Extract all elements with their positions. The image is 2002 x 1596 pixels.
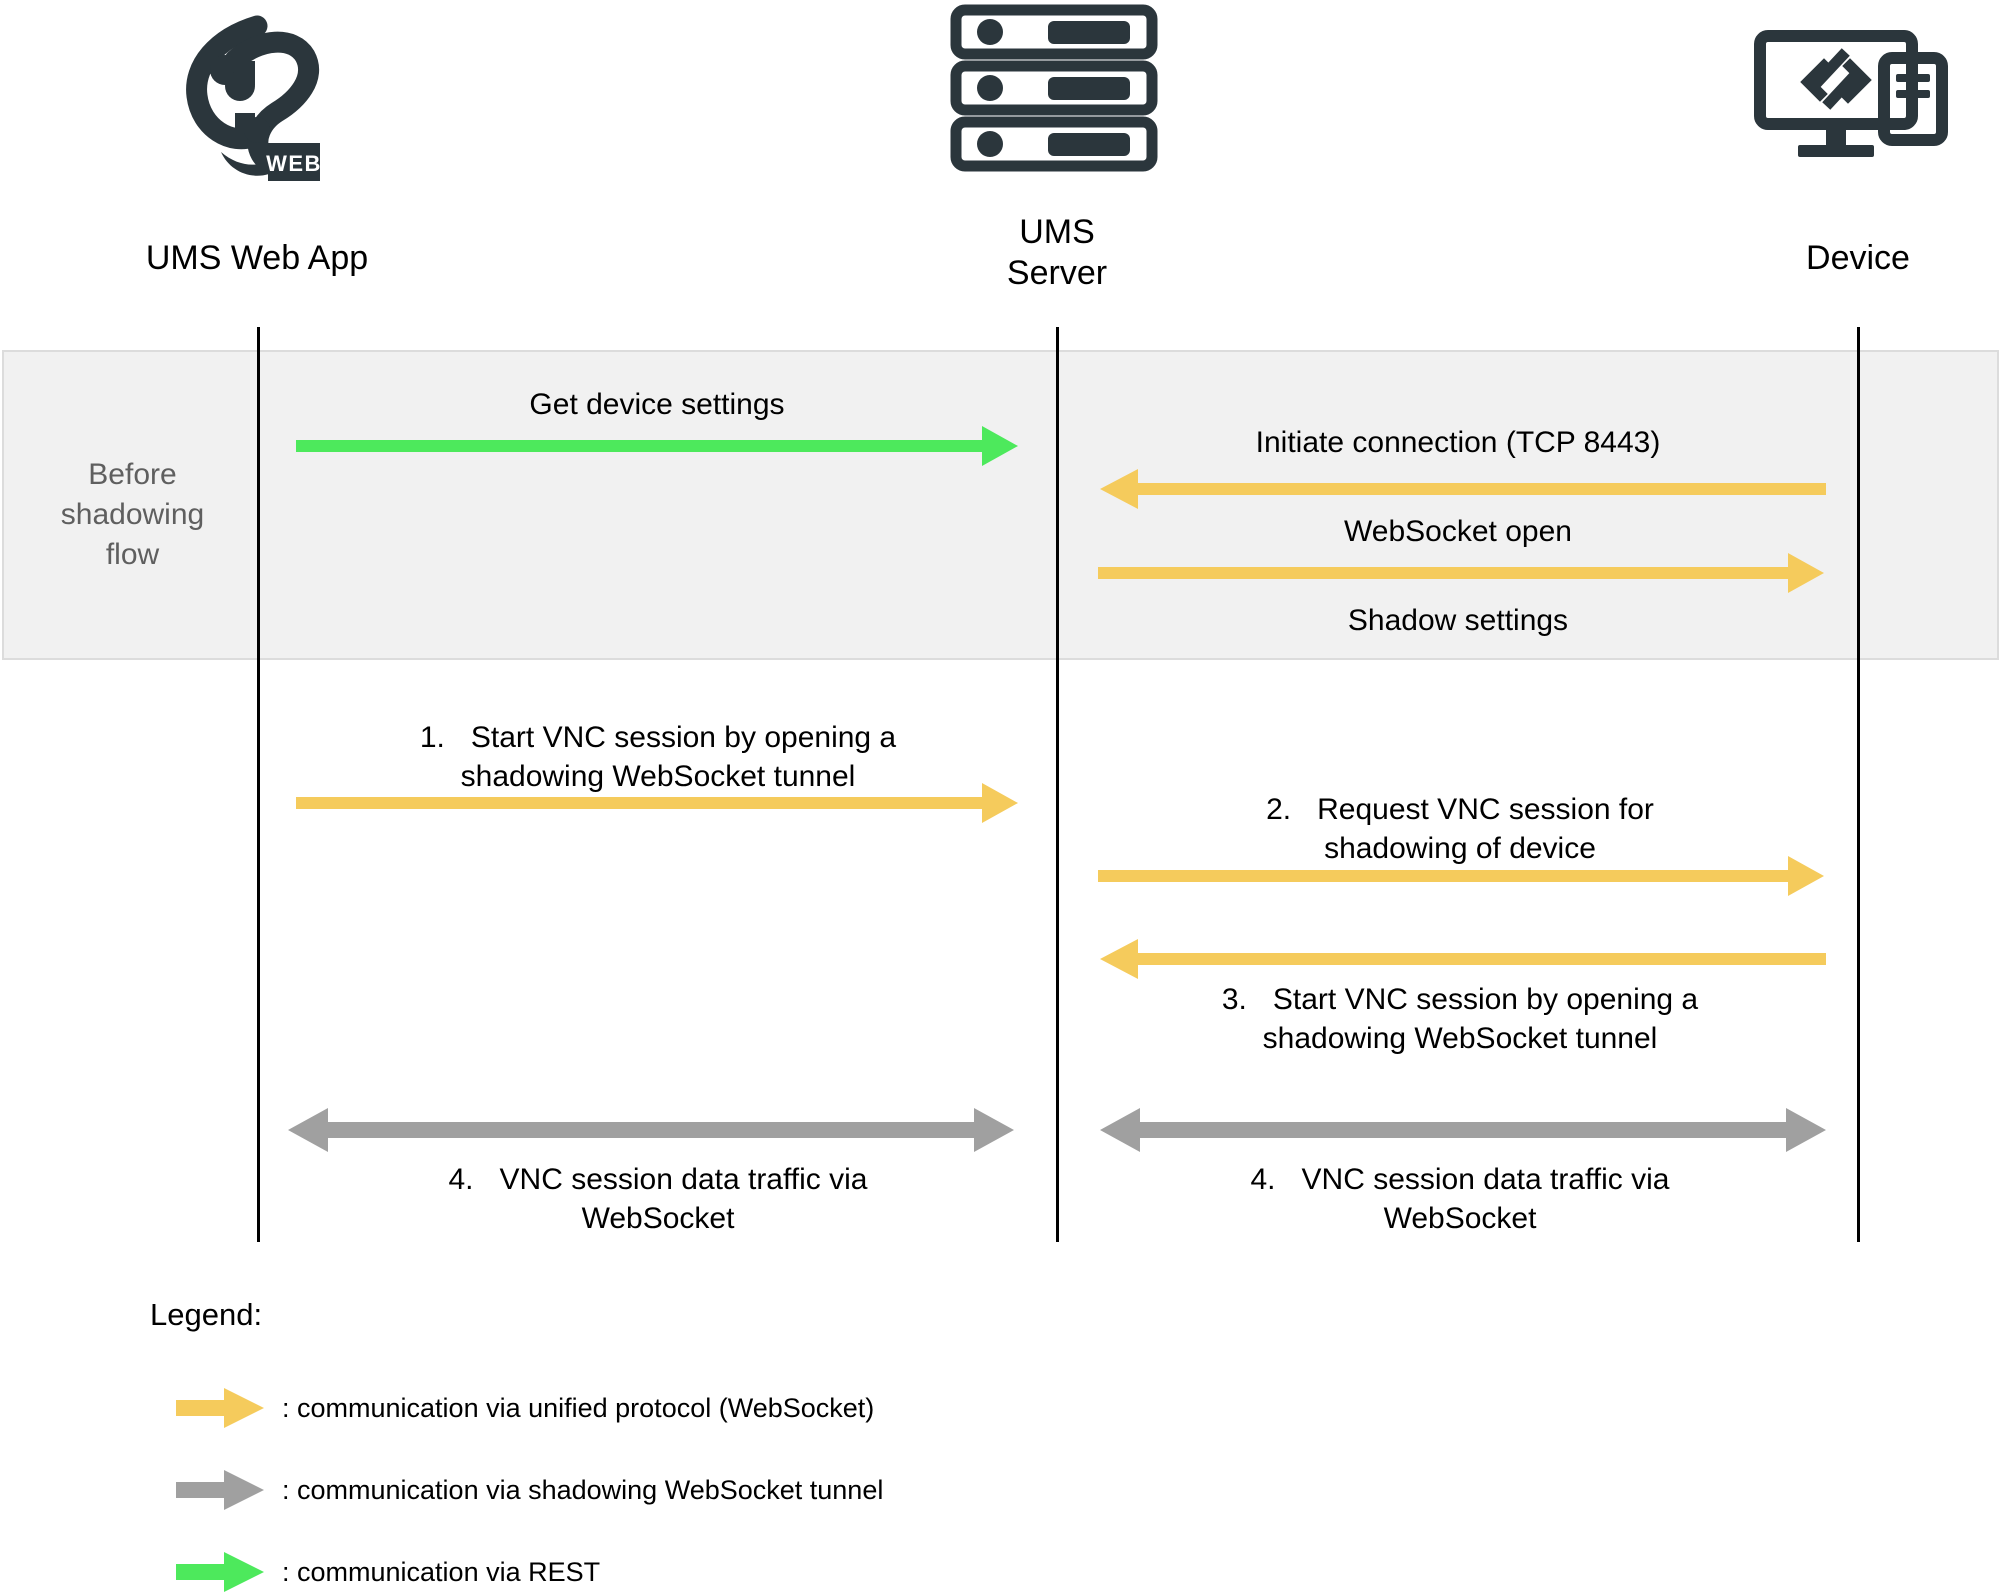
arrow-right-icon: [176, 1470, 264, 1510]
message-label-vnc-traffic-left: 4. VNC session data traffic via WebSocket: [296, 1160, 1020, 1238]
arrow-vnc-traffic-right: [1100, 1108, 1826, 1152]
lifeline-web-app: [257, 327, 260, 1242]
arrow-right-icon: [176, 1388, 264, 1428]
arrow-start-vnc-session-device: [1100, 939, 1826, 979]
arrow-vnc-traffic-left: [288, 1108, 1014, 1152]
legend-title: Legend:: [150, 1297, 263, 1332]
phase-band-before-shadowing: [2, 350, 1999, 660]
lifeline-device: [1857, 327, 1860, 1242]
phase-label-before-shadowing: Before shadowing flow: [60, 458, 205, 571]
actor-label-server: UMS Server: [1006, 213, 1108, 292]
arrow-get-device-settings: [296, 426, 1018, 466]
legend-item-unified: : communication via unified protocol (We…: [176, 1386, 874, 1430]
message-label-get-device-settings: Get device settings: [529, 388, 785, 421]
lifeline-server: [1056, 327, 1059, 1242]
legend-item-rest: : communication via REST: [176, 1550, 600, 1594]
message-label-start-vnc-session-web: 1. Start VNC session by opening a shadowi…: [298, 718, 1018, 796]
message-number-2: 2.: [1266, 793, 1292, 826]
message-label-shadow-settings: Shadow settings: [1347, 604, 1569, 637]
message-text-1: Start VNC session by opening a shadowing…: [460, 721, 897, 793]
message-label-vnc-traffic-right: 4. VNC session data traffic via WebSocket: [1098, 1160, 1822, 1238]
message-text-4-right: VNC session data traffic via WebSocket: [1301, 1163, 1670, 1235]
message-label-initiate-connection: Initiate connection (TCP 8443): [1255, 426, 1661, 459]
message-text-2: Request VNC session for shadowing of dev…: [1317, 793, 1654, 865]
arrow-websocket-open: [1098, 553, 1824, 593]
svg-text:WEB: WEB: [266, 151, 322, 176]
ums-web-logo-icon: WEB: [165, 8, 350, 183]
message-label-request-vnc-session: 2. Request VNC session for shadowing of d…: [1098, 790, 1822, 868]
message-number-4-right: 4.: [1250, 1163, 1276, 1196]
message-number-1: 1.: [419, 721, 445, 754]
message-text-4-left: VNC session data traffic via WebSocket: [499, 1163, 868, 1235]
legend-text-shadow: : communication via shadowing WebSocket …: [282, 1475, 884, 1505]
message-number-4-left: 4.: [448, 1163, 474, 1196]
server-rack-icon: [948, 4, 1160, 174]
legend-item-shadow: : communication via shadowing WebSocket …: [176, 1468, 883, 1512]
message-text-3: Start VNC session by opening a shadowing…: [1262, 983, 1699, 1055]
message-label-websocket-open: WebSocket open: [1344, 515, 1572, 548]
actor-label-device: Device: [1806, 239, 1910, 277]
arrow-request-vnc-session: [1098, 856, 1824, 896]
message-number-3: 3.: [1221, 983, 1247, 1016]
actor-label-web-app: UMS Web App: [145, 239, 369, 277]
legend-text-rest: : communication via REST: [282, 1557, 601, 1587]
arrow-initiate-connection: [1100, 469, 1826, 509]
arrow-right-icon: [176, 1552, 264, 1592]
legend-text-unified: : communication via unified protocol (We…: [282, 1393, 875, 1423]
arrow-start-vnc-session-web: [296, 783, 1018, 823]
message-label-start-vnc-session-device: 3. Start VNC session by opening a shadowi…: [1098, 980, 1822, 1058]
device-monitor-icon: [1752, 30, 1964, 175]
